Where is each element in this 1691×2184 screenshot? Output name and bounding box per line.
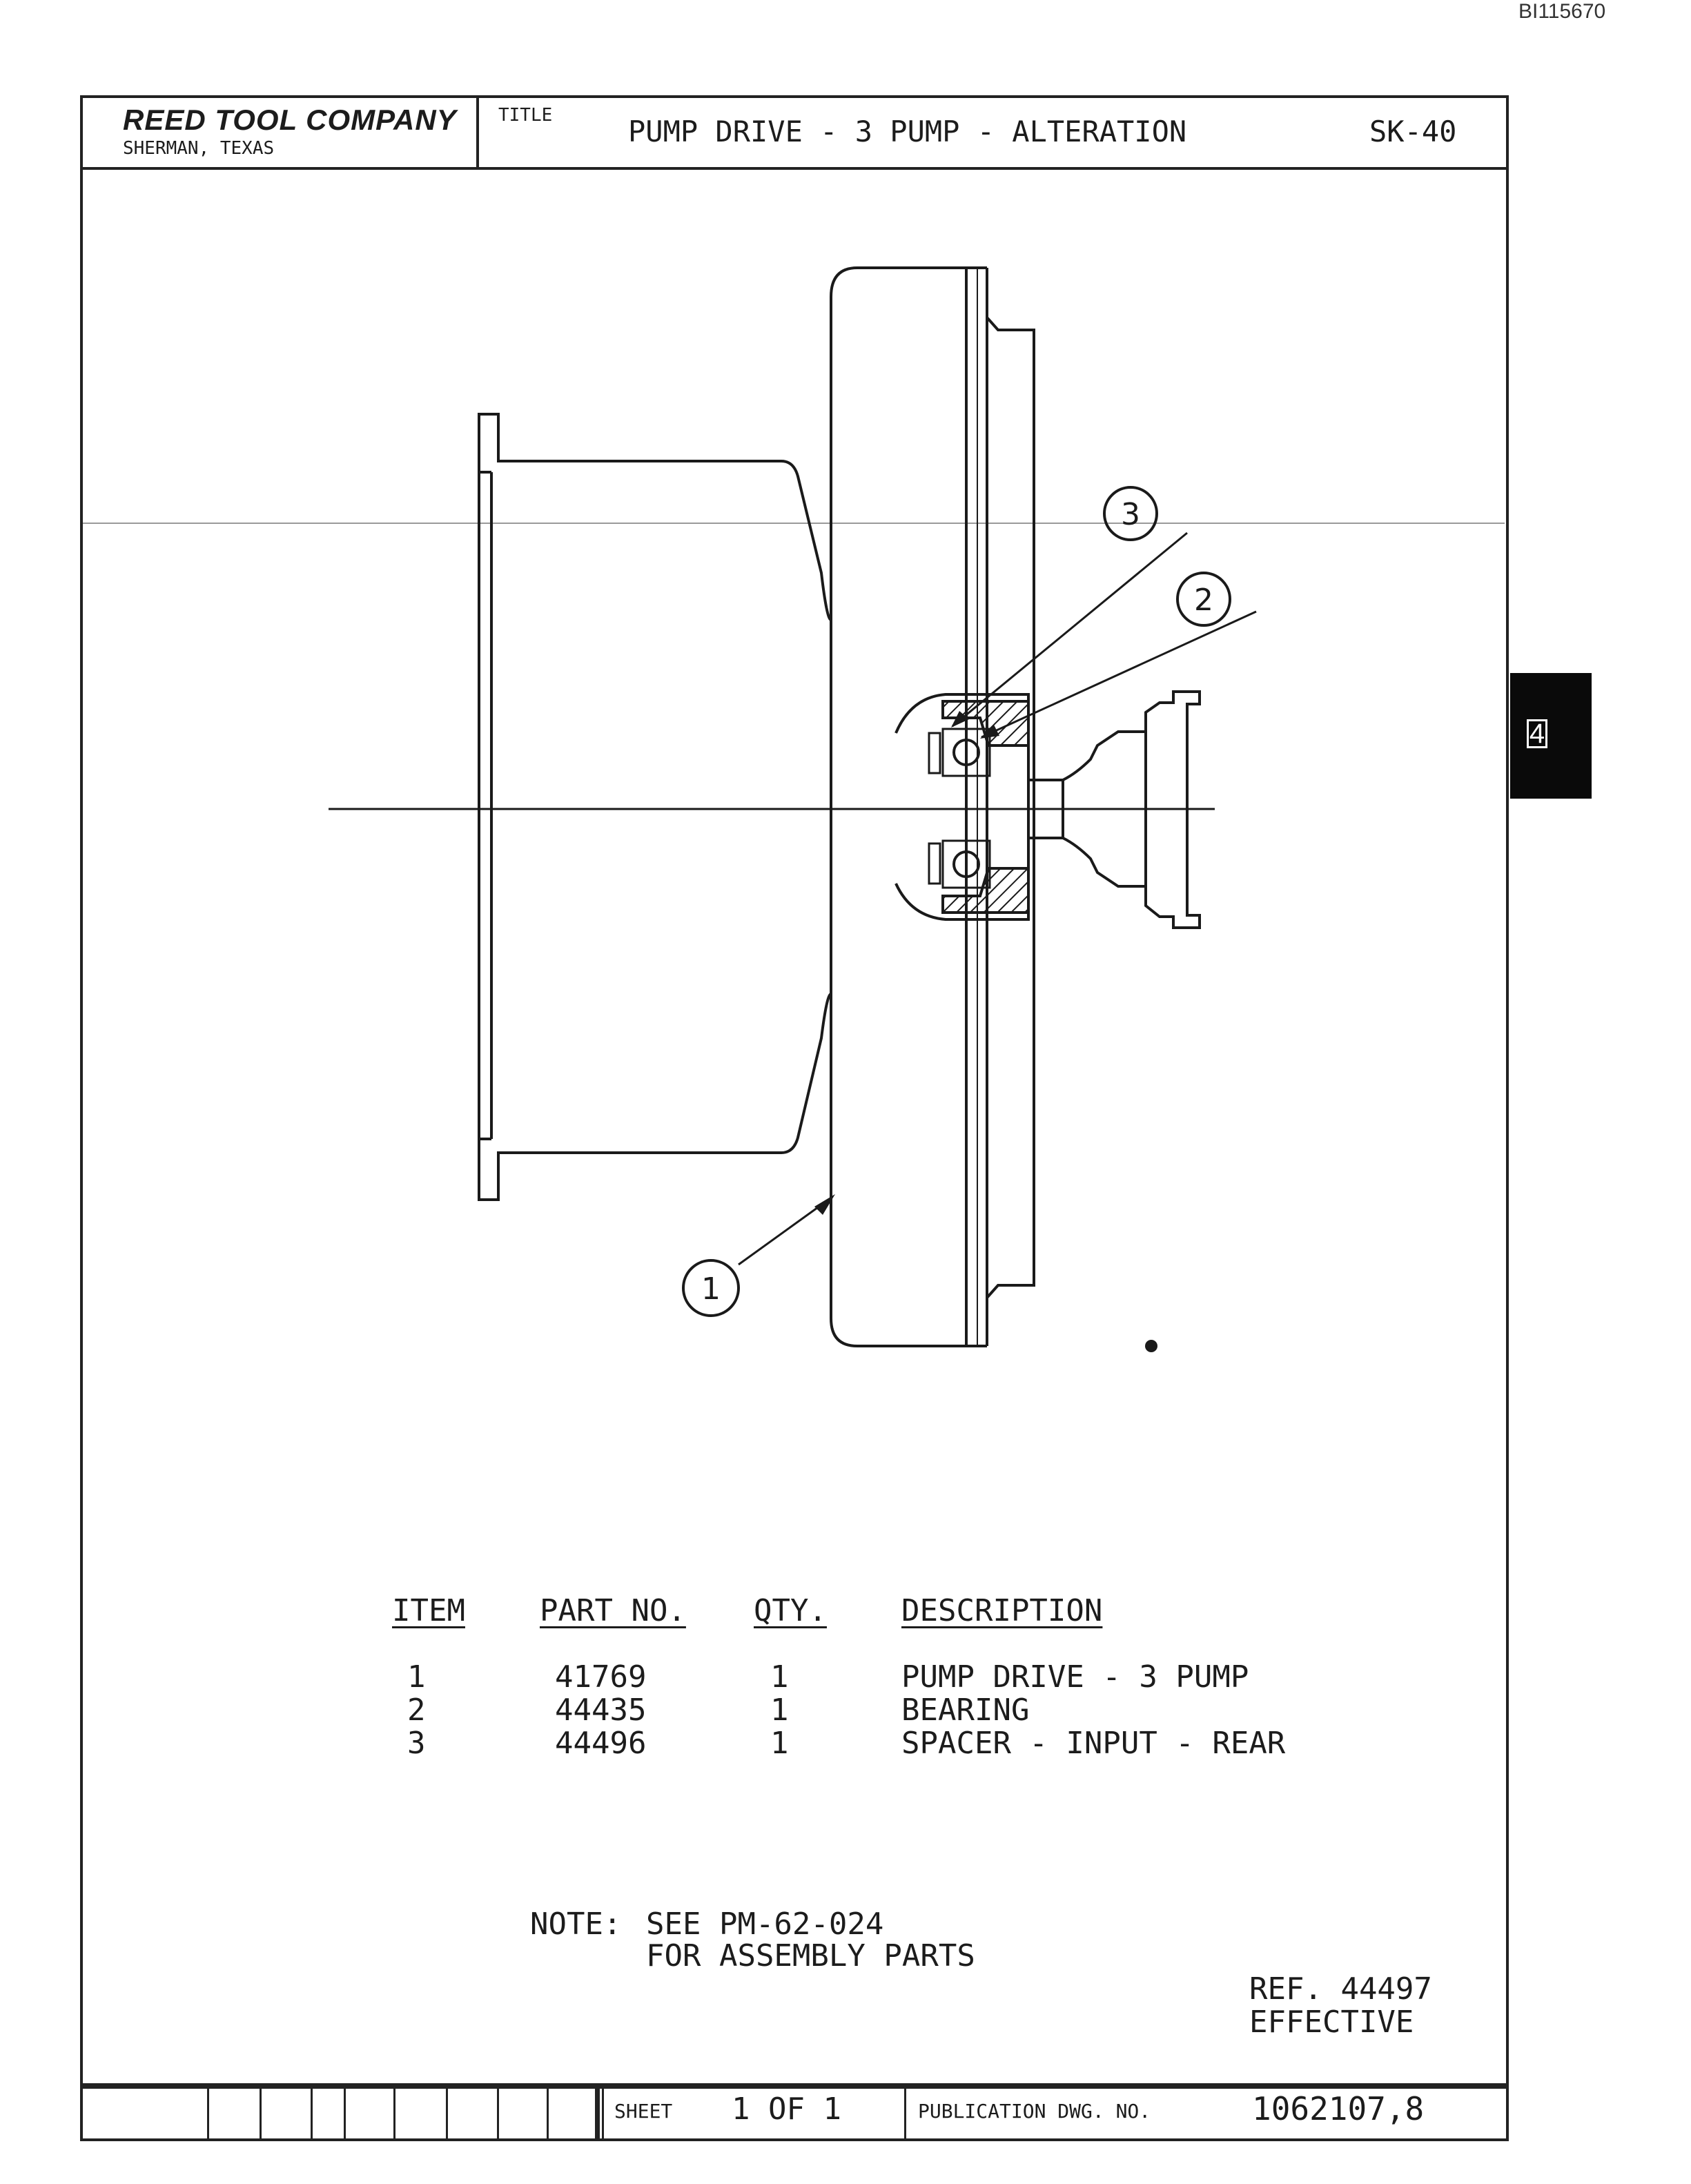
revision-cell-divider	[393, 2086, 395, 2138]
publication-label: PUBLICATION DWG. NO.	[918, 2100, 1151, 2123]
callout-3: 3	[1103, 486, 1158, 541]
row-2-qty: 1	[770, 1693, 789, 1728]
note-line-1: SEE PM-62-024	[646, 1907, 884, 1942]
revision-cell-divider	[598, 2086, 600, 2138]
flange-housing	[478, 413, 832, 1201]
revision-cell-divider	[595, 2086, 598, 2138]
row-1-item: 1	[407, 1659, 426, 1695]
sheet-cell-divider	[904, 2086, 906, 2138]
revision-cell-divider	[311, 2086, 313, 2138]
footer-strip: SHEET 1 OF 1 PUBLICATION DWG. NO. 106210…	[80, 2083, 1509, 2141]
row-1-part-no: 41769	[555, 1659, 647, 1695]
revision-cell-divider	[446, 2086, 448, 2138]
row-2-item: 2	[407, 1693, 426, 1728]
drawing-frame	[80, 95, 1509, 2089]
title-block	[80, 95, 1509, 170]
callout-1: 1	[682, 1259, 740, 1317]
callout-leaders	[738, 532, 1257, 1266]
company-city: SHERMAN, TEXAS	[123, 138, 275, 159]
revision-cell-divider	[497, 2086, 499, 2138]
input-adapter	[1062, 690, 1201, 929]
section-tab	[1510, 673, 1592, 799]
row-1-qty: 1	[770, 1659, 789, 1695]
row-2-part-no: 44435	[555, 1693, 647, 1728]
row-3-part-no: 44496	[555, 1726, 647, 1761]
title-divider	[476, 95, 479, 170]
sheet-value: 1 OF 1	[732, 2092, 841, 2127]
ink-spot	[1145, 1340, 1157, 1352]
scan-id: BI115670	[1518, 0, 1606, 23]
title-label: TITLE	[498, 105, 553, 126]
callout-2-label: 2	[1194, 583, 1213, 618]
pump-drive-body	[830, 266, 1035, 1347]
pump-drive-drawing: 1 2 3	[83, 266, 1505, 1352]
row-3-description: SPACER - INPUT - REAR	[901, 1726, 1286, 1761]
revision-cell-divider	[260, 2086, 262, 2138]
row-2-description: BEARING	[901, 1693, 1030, 1728]
header-item: ITEM	[392, 1593, 465, 1628]
section-tab-number: 4	[1527, 719, 1547, 748]
header-qty: QTY.	[754, 1593, 827, 1628]
drawing-title: PUMP DRIVE - 3 PUMP - ALTERATION	[628, 115, 1187, 148]
bearing-assembly	[895, 693, 1064, 921]
row-1-description: PUMP DRIVE - 3 PUMP	[901, 1659, 1249, 1695]
header-part-no: PART NO.	[540, 1593, 686, 1628]
row-3-qty: 1	[770, 1726, 789, 1761]
revision-cell-divider	[344, 2086, 346, 2138]
sheet-id: SK-40	[1369, 115, 1457, 148]
header-description: DESCRIPTION	[901, 1593, 1103, 1628]
callout-3-label: 3	[1121, 497, 1140, 532]
publication-number: 1062107,8	[1252, 2090, 1425, 2127]
callout-1-label: 1	[701, 1271, 721, 1307]
revision-cell-divider	[207, 2086, 209, 2138]
sheet-label: SHEET	[614, 2100, 673, 2123]
callout-2: 2	[1176, 572, 1231, 627]
reference-number: REF. 44497	[1249, 1971, 1432, 2007]
effective-label: EFFECTIVE	[1249, 2005, 1414, 2040]
row-3-item: 3	[407, 1726, 426, 1761]
company-name: REED TOOL COMPANY	[123, 104, 457, 136]
sheet-cell-divider	[602, 2086, 604, 2138]
note-label: NOTE:	[530, 1907, 622, 1942]
note-line-2: FOR ASSEMBLY PARTS	[646, 1938, 975, 1973]
revision-cell-divider	[547, 2086, 549, 2138]
